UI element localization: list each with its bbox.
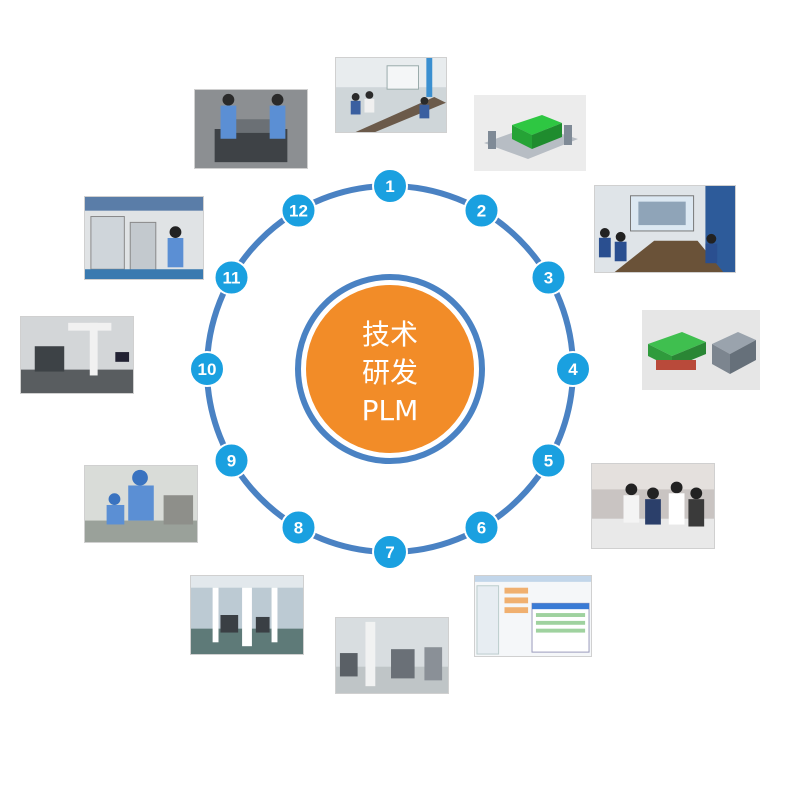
step-node-4: 4 [555,351,591,387]
step-node-5: 5 [530,442,567,479]
step-node-circle [372,534,408,570]
step-node-circle [530,259,567,296]
workers-inspection-photo [85,466,197,542]
factory-machine-hall-photo [336,618,448,693]
photo-2 [474,95,586,171]
step-node-circle [280,192,317,229]
step-node-11: 11 [213,259,250,296]
photo-12 [194,89,308,169]
step-node-label: 5 [544,452,553,471]
photo-6 [474,575,592,657]
step-node-circle [463,192,500,229]
step-node-12: 12 [280,192,317,229]
step-node-circle [463,509,500,546]
photo-8 [190,575,304,655]
meeting-room-presentation-photo [336,58,446,132]
fixture-assembly-photo [195,90,307,168]
photo-1 [335,57,447,133]
step-node-circle [213,259,250,296]
step-node-label: 6 [477,518,486,537]
photo-5 [591,463,715,549]
center-core [306,285,474,453]
team-discussion-photo [592,464,714,548]
step-node-circle [280,509,317,546]
step-node-6: 6 [463,509,500,546]
cad-fixture-model-photo [474,95,586,171]
step-node-label: 4 [568,360,578,379]
step-node-label: 9 [227,452,236,471]
step-node-1: 1 [372,168,408,204]
center-line-2: 研发 [362,356,418,389]
design-review-meeting-photo [595,186,735,272]
step-node-label: 1 [385,177,394,196]
step-node-8: 8 [280,509,317,546]
step-node-circle [372,168,408,204]
step-node-label: 2 [477,202,486,221]
step-node-circle [555,351,591,387]
photo-10 [20,316,134,394]
photo-9 [84,465,198,543]
step-node-label: 3 [544,269,553,288]
photo-3 [594,185,736,273]
step-node-label: 10 [198,360,217,379]
step-node-circle [213,442,250,479]
step-node-circle [530,442,567,479]
measuring-lab-photo [21,317,133,393]
step-node-7: 7 [372,534,408,570]
3d-mold-model-photo [642,310,760,390]
step-node-label: 8 [294,518,303,537]
step-node-2: 2 [463,192,500,229]
step-node-circle [189,351,225,387]
step-node-label: 11 [223,269,241,288]
machine-operation-photo [85,197,203,279]
photo-7 [335,617,449,694]
step-node-label: 12 [289,202,308,221]
workshop-assembly-line-photo [191,576,303,654]
center-line-1: 技术 [362,318,418,351]
photo-11 [84,196,204,280]
step-node-3: 3 [530,259,567,296]
step-node-9: 9 [213,442,250,479]
center-line-3: PLM [362,394,419,427]
plm-software-screen-photo [475,576,591,656]
step-node-label: 7 [385,543,394,562]
step-node-10: 10 [189,351,225,387]
photo-4 [642,310,760,390]
